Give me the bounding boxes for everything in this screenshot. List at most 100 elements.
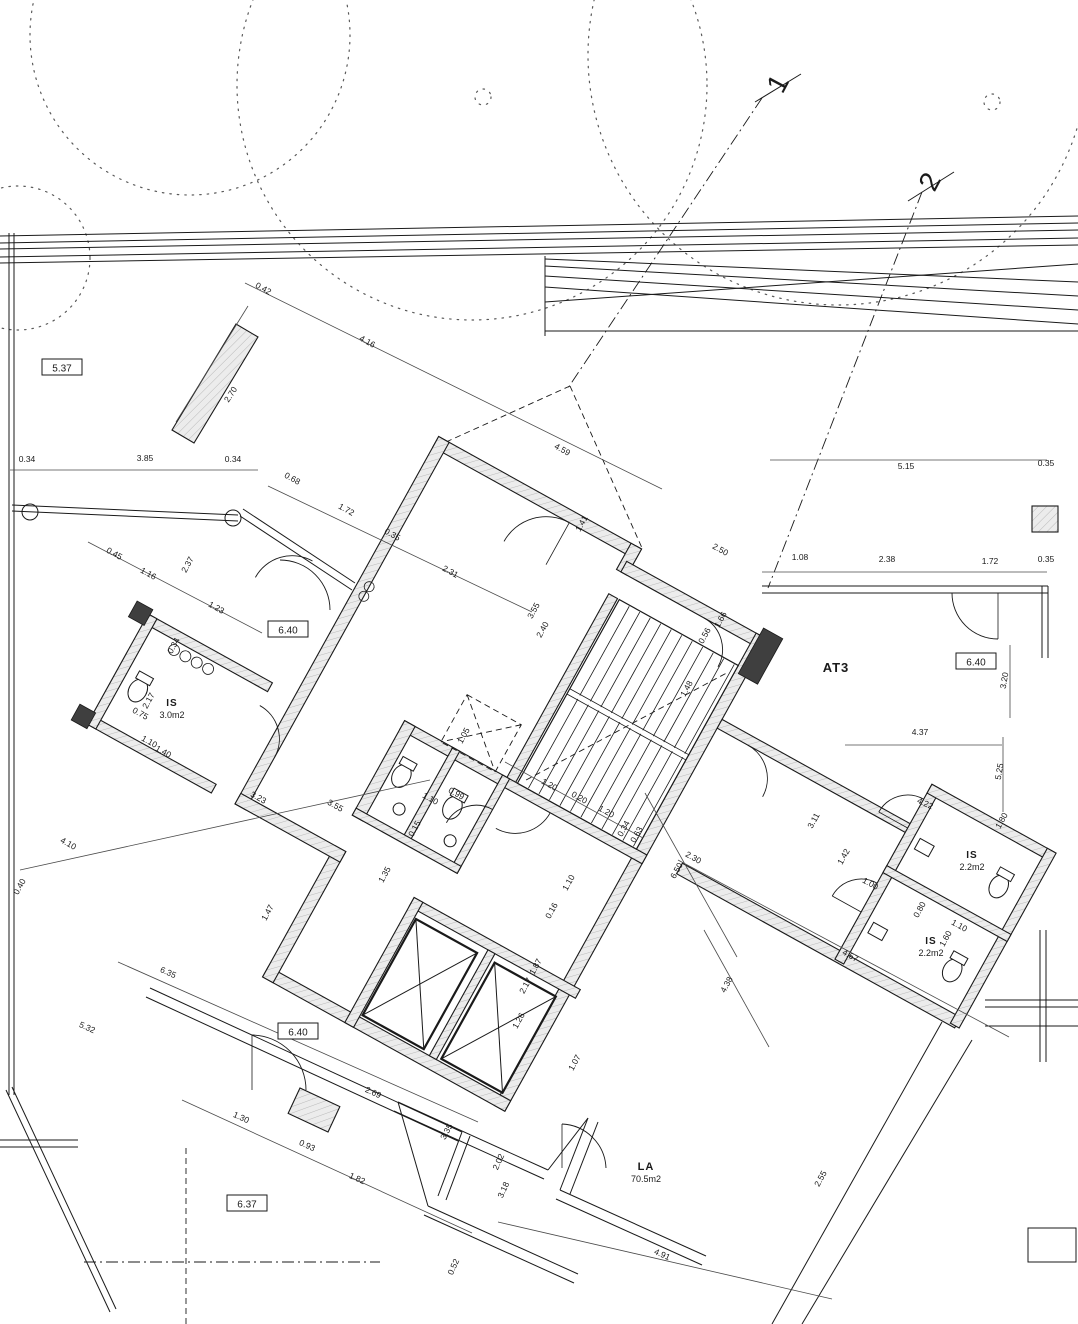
room-area: 2.2m2 bbox=[918, 948, 943, 958]
door-swing-arc bbox=[561, 1123, 607, 1169]
dimension-label: 1.60 bbox=[937, 929, 954, 949]
room-name: AT3 bbox=[823, 660, 850, 675]
room-name: LA bbox=[638, 1161, 655, 1173]
door-swings bbox=[255, 516, 924, 913]
door-swing-arc bbox=[495, 812, 551, 834]
stairwell bbox=[516, 598, 740, 850]
door-swing-arc bbox=[446, 804, 493, 823]
dimension-label: 5.25 bbox=[993, 762, 1006, 780]
dimension-label: 1.10 bbox=[560, 873, 577, 893]
dimension-box bbox=[41, 358, 83, 376]
door-swing-arc bbox=[503, 516, 570, 542]
dimension-box bbox=[277, 1022, 319, 1040]
dimension-label: 1.35 bbox=[376, 865, 393, 885]
section-line bbox=[567, 97, 763, 389]
dimension-box bbox=[955, 652, 997, 670]
door-swing-arc bbox=[878, 794, 924, 813]
door-swing-arc bbox=[831, 878, 878, 897]
dimension-label: 5.15 bbox=[898, 461, 915, 471]
boxed-dimension-label: 5.37 bbox=[52, 364, 72, 375]
room-name: IS bbox=[166, 698, 177, 709]
dimension-label: 1.72 bbox=[982, 556, 999, 566]
boxed-dimension-label: 6.40 bbox=[278, 626, 298, 637]
boxed-dimension-label: 6.40 bbox=[966, 658, 986, 669]
tree-circle-icon bbox=[29, 0, 351, 196]
tree-circle-icon bbox=[587, 0, 1078, 306]
building-core bbox=[70, 435, 1057, 1112]
roof-projection-line bbox=[445, 385, 571, 443]
road-lines bbox=[0, 215, 1078, 336]
dimension-label: 2.02 bbox=[490, 1152, 506, 1171]
dimension-label: 0.56 bbox=[696, 626, 713, 646]
door-swing-arc bbox=[259, 705, 280, 758]
dimension-label: 3.11 bbox=[805, 811, 822, 830]
sanitary-fixtures bbox=[127, 670, 1016, 983]
stair-treads bbox=[528, 606, 735, 847]
section-marker-label: 1 bbox=[760, 69, 795, 97]
room-label: IS2.2m2 bbox=[918, 936, 943, 958]
room-name: IS bbox=[966, 850, 977, 861]
site-aligned-walls bbox=[84, 505, 1078, 1324]
room-area: 3.0m2 bbox=[159, 710, 184, 720]
room-area: 70.5m2 bbox=[631, 1174, 661, 1184]
fence-post-icon bbox=[224, 509, 242, 527]
dimension-label: 0.35 bbox=[1038, 554, 1055, 564]
plot-boundary bbox=[0, 233, 117, 1313]
sink-icon bbox=[867, 921, 889, 942]
dimension-label: 1.42 bbox=[835, 847, 852, 867]
fence-post-icon bbox=[21, 503, 39, 521]
dimension-label: 0.80 bbox=[911, 900, 928, 920]
section-marker-bar bbox=[754, 73, 802, 103]
room-name: IS bbox=[925, 936, 936, 947]
room-area: 2.2m2 bbox=[959, 862, 984, 872]
dimension-label: 2.31 bbox=[441, 563, 461, 580]
entry-step bbox=[287, 1087, 341, 1133]
dimension-label: 1.23 bbox=[207, 599, 227, 616]
room-label: AT3 bbox=[823, 660, 850, 675]
section-marker-label: 2 bbox=[912, 167, 947, 195]
dimension-label: 0.16 bbox=[543, 901, 560, 921]
boxed-dimension: 6.37 bbox=[226, 1194, 268, 1212]
boxed-dimension: 5.37 bbox=[41, 358, 83, 376]
door-swing-arc bbox=[279, 559, 331, 611]
dimension-label: 2.69 bbox=[364, 1084, 383, 1100]
tree-circle-icon bbox=[236, 0, 708, 321]
sink-icon bbox=[443, 834, 457, 848]
dimension-label: 0.35 bbox=[1038, 458, 1055, 468]
stair-direction-line bbox=[525, 673, 727, 781]
sink-icon bbox=[392, 802, 406, 816]
dimension-label: 4.10 bbox=[59, 835, 79, 852]
dimension-label: 3.18 bbox=[495, 1180, 511, 1199]
dimension-label: 3.55 bbox=[525, 601, 542, 621]
dimension-label: 0.34 bbox=[225, 454, 242, 464]
dimension-label: 2.30 bbox=[684, 849, 704, 866]
boxed-dimension-label: 6.37 bbox=[237, 1200, 257, 1211]
dimension-label: 3.20 bbox=[998, 671, 1011, 689]
tree-center-icon bbox=[474, 88, 492, 106]
concrete-pier bbox=[127, 600, 154, 626]
dimension-label: 2.37 bbox=[179, 555, 196, 575]
door-swing-arc bbox=[251, 1034, 307, 1091]
dimension-box bbox=[267, 620, 309, 638]
dimension-label: 6.35 bbox=[159, 964, 178, 980]
service-shaft bbox=[440, 694, 522, 773]
concrete-pier bbox=[70, 703, 97, 730]
section-line bbox=[767, 191, 923, 589]
boxed-dimension: 6.40 bbox=[277, 1022, 319, 1040]
room-label: IS2.2m2 bbox=[959, 850, 984, 872]
tree-circle-icon bbox=[0, 185, 91, 331]
dimension-label: 2.55 bbox=[812, 1169, 829, 1189]
dimension-label: 2.38 bbox=[879, 554, 896, 564]
dimension-label: 0.52 bbox=[445, 1257, 461, 1276]
dimension-label: 1.72 bbox=[337, 501, 357, 518]
dimension-label: 0.93 bbox=[298, 1137, 317, 1153]
boxed-dimension: 6.40 bbox=[955, 652, 997, 670]
tree-center-icon bbox=[983, 93, 1001, 111]
boxed-dimension-labels: 5.37 6.40 6.40 6.40 6.37 bbox=[41, 358, 997, 1212]
section-marker-bar bbox=[907, 171, 955, 202]
column-symbols bbox=[168, 581, 375, 675]
dimension-label: 1.16 bbox=[139, 565, 159, 582]
dimension-label: 1.47 bbox=[259, 903, 276, 923]
